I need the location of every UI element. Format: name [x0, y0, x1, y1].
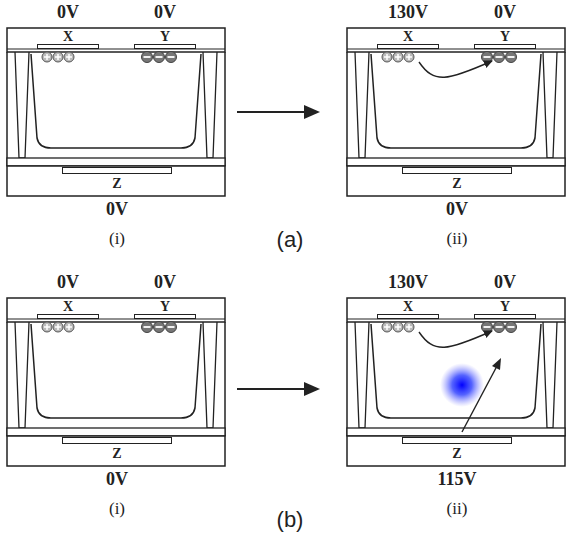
electrode-plate	[377, 314, 439, 319]
electrode-label: X	[377, 30, 439, 44]
electrode-plate	[134, 314, 196, 319]
electrode-label: Z	[62, 447, 172, 461]
electrode: X	[37, 299, 99, 319]
electrode-plate	[474, 44, 536, 49]
electrode-label: Z	[62, 177, 172, 191]
electrode: Z	[62, 167, 172, 194]
voltage-label: 130V	[388, 2, 428, 22]
electrode: Y	[474, 299, 536, 319]
electrode: Z	[62, 437, 172, 464]
voltage-label: 0V	[494, 272, 516, 292]
electrode: Y	[134, 299, 196, 319]
electrode-label: Y	[134, 30, 196, 44]
panel-label: (b)	[277, 508, 304, 532]
voltage-label: 0V	[57, 2, 79, 22]
voltage-label: 0V	[106, 469, 128, 489]
charge-transfer-arrow	[419, 331, 492, 347]
electrode-label: Z	[402, 177, 512, 191]
electrode-plate	[377, 44, 439, 49]
electrode-label: Y	[134, 300, 196, 314]
electrode-plate	[62, 437, 172, 444]
panel-label: (i)	[109, 229, 125, 249]
voltage-label: 0V	[446, 199, 468, 219]
panel-label: (i)	[109, 499, 125, 519]
electrode-plate	[402, 437, 512, 444]
electrode: X	[37, 29, 99, 49]
voltage-label: 130V	[388, 272, 428, 292]
electrode-plate	[402, 167, 512, 174]
electrode: Z	[402, 167, 512, 194]
voltage-label: 0V	[494, 2, 516, 22]
electrode: Z	[402, 437, 512, 464]
electrode: Y	[134, 29, 196, 49]
electrode: X	[377, 29, 439, 49]
voltage-label: 115V	[437, 469, 476, 489]
voltage-label: 0V	[154, 2, 176, 22]
panel-label: (ii)	[447, 229, 468, 249]
electrode-plate	[474, 314, 536, 319]
voltage-label: 0V	[106, 199, 128, 219]
electrode-label: X	[37, 300, 99, 314]
charge-transfer-arrow	[419, 61, 492, 77]
electrode-label: Y	[474, 300, 536, 314]
electrode-plate	[37, 314, 99, 319]
electrode-label: X	[377, 300, 439, 314]
electrode-label: X	[37, 30, 99, 44]
voltage-label: 0V	[57, 272, 79, 292]
electrode-plate	[134, 44, 196, 49]
electrode-plate	[62, 167, 172, 174]
electrode: Y	[474, 29, 536, 49]
electrode-plate	[37, 44, 99, 49]
electrode-label: Z	[402, 447, 512, 461]
panel-label: (ii)	[447, 499, 468, 519]
electrode: X	[377, 299, 439, 319]
voltage-label: 0V	[154, 272, 176, 292]
panel-label: (a)	[277, 228, 304, 252]
electrode-label: Y	[474, 30, 536, 44]
